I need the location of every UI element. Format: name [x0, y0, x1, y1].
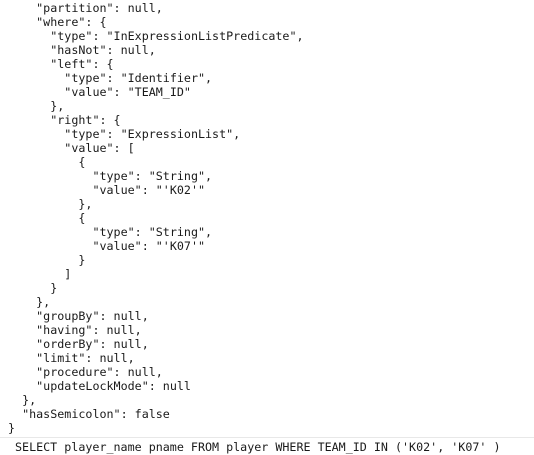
- json-line: },: [8, 295, 51, 309]
- json-line: }: [8, 281, 58, 295]
- json-line: "where": {: [8, 15, 107, 29]
- sql-query-bar[interactable]: SELECT player_name pname FROM player WHE…: [0, 438, 534, 455]
- json-line: {: [8, 155, 86, 169]
- json-line: "left": {: [8, 57, 114, 71]
- json-line: "partition": null,: [8, 1, 163, 15]
- json-line: "value": [: [8, 141, 135, 155]
- json-line: "type": "Identifier",: [8, 71, 213, 85]
- json-line: }: [8, 253, 86, 267]
- json-line: "type": "String",: [8, 169, 213, 183]
- json-line: "value": "TEAM_ID": [8, 85, 191, 99]
- json-line: "value": "'K02'": [8, 183, 206, 197]
- json-line: {: [8, 211, 86, 225]
- json-line: },: [8, 393, 37, 407]
- json-line: "hasSemicolon": false: [8, 407, 170, 421]
- json-line: "type": "InExpressionListPredicate",: [8, 29, 304, 43]
- json-line: },: [8, 99, 65, 113]
- json-line: "value": "'K07'": [8, 239, 206, 253]
- json-line: "orderBy": null,: [8, 337, 149, 351]
- json-line: "procedure": null,: [8, 365, 163, 379]
- sql-query-text[interactable]: SELECT player_name pname FROM player WHE…: [15, 440, 501, 454]
- json-line: }: [8, 421, 16, 435]
- json-line: "type": "ExpressionList",: [8, 127, 241, 141]
- json-line: ]: [8, 267, 72, 281]
- json-line: "having": null,: [8, 323, 142, 337]
- json-line: "hasNot": null,: [8, 43, 156, 57]
- json-line: "right": {: [8, 113, 121, 127]
- json-output-panel: "partition": null, "where": { "type": "I…: [8, 1, 304, 435]
- panel-divider: [0, 437, 534, 438]
- json-line: "limit": null,: [8, 351, 135, 365]
- json-line: },: [8, 197, 93, 211]
- json-line: "updateLockMode": null: [8, 379, 191, 393]
- json-line: "type": "String",: [8, 225, 213, 239]
- json-line: "groupBy": null,: [8, 309, 149, 323]
